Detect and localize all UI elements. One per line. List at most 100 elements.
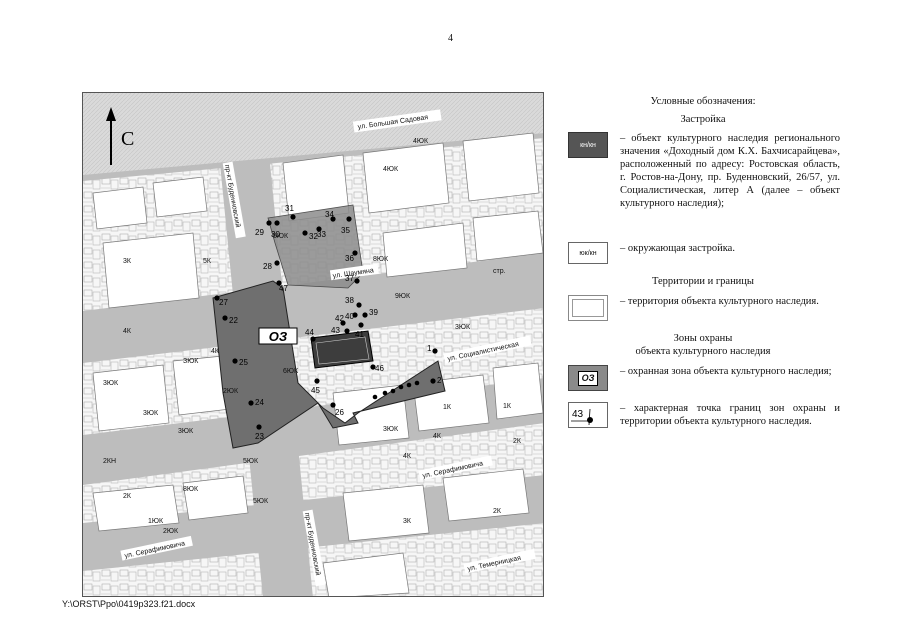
svg-text:5ЮК: 5ЮК [273,233,289,240]
surrounding-symbol: юк/кн [568,242,608,264]
protection-zone-symbol: ОЗ [568,365,608,391]
boundary-point: 42 [335,314,346,326]
surrounding-text: – окружающая застройка. [620,243,735,254]
svg-text:33: 33 [317,230,326,239]
boundary-point: 37 [345,274,360,284]
svg-text:5ЮК: 5ЮК [243,458,259,465]
building-outlines [92,132,543,596]
boundary-point: 2 [430,376,442,385]
boundary-point: 22 [222,315,238,325]
boundary-point: 43 [331,326,350,335]
svg-text:1: 1 [427,344,432,353]
svg-text:42: 42 [335,314,344,323]
boundary-point: 32 [302,230,318,241]
boundary-point: 31 [285,204,296,220]
svg-text:1К: 1К [443,404,452,411]
svg-text:4ЮК: 4ЮК [413,138,429,145]
svg-text:37: 37 [345,274,354,283]
protection-zone [212,280,446,449]
boundary-point: 1 [427,344,438,354]
boundary-point: 26 [330,402,344,417]
svg-text:41: 41 [355,330,364,339]
svg-text:1К: 1К [503,403,512,410]
boundary-point: 34 [325,210,336,222]
legend-section-zones-2: объекта культурного наследия [635,346,771,357]
svg-text:2ЮК: 2ЮК [163,528,179,535]
protection-zone-text: – охранная зона объекта культурного насл… [620,366,832,377]
svg-text:4К: 4К [211,348,220,355]
map-svg: ОЗ С ул. Большая Садовая пр-кт Буденновс… [83,93,543,596]
svg-text:29: 29 [255,228,264,237]
svg-text:3ЮК: 3ЮК [103,380,119,387]
boundary-point: 30 [271,220,280,239]
svg-text:30: 30 [271,230,280,239]
territory-symbol [568,295,608,321]
boundary-points: 29 30 31 32 33 34 35 36 37 38 39 40 41 4… [214,204,442,441]
boundary-point: 45 [311,378,320,395]
svg-text:2ЮК: 2ЮК [223,388,239,395]
svg-text:5ЮК: 5ЮК [253,498,269,505]
legend-title: Условные обозначения: [650,96,756,107]
svg-text:36: 36 [345,254,354,263]
svg-text:4К: 4К [403,453,412,460]
svg-text:43: 43 [331,326,340,335]
boundary-point-text: – характерная точка границ зон охраны и … [620,403,840,427]
boundary-point: 23 [255,424,264,441]
svg-text:4К: 4К [433,433,442,440]
svg-text:стр.: стр. [493,268,506,275]
svg-text:23: 23 [255,432,264,441]
heritage-text: – объект культурного наследия региональн… [620,133,840,209]
svg-text:35: 35 [341,226,350,235]
svg-text:2: 2 [437,376,442,385]
svg-text:3К: 3К [403,518,412,525]
legend-section-territory: Территории и границы [652,276,754,287]
territory-text: – территория объекта культурного наследи… [620,296,819,307]
boundary-point: 29 [255,220,272,237]
boundary-point: 33 [316,226,326,239]
boundary-point: 28 [263,260,280,271]
boundary-point: 40 [345,312,358,321]
svg-text:40: 40 [345,312,354,321]
boundary-point: 24 [248,398,264,407]
svg-text:5К: 5К [203,258,212,265]
svg-text:38: 38 [345,296,354,305]
boundary-point: 27 [214,295,228,307]
svg-text:3ЮК: 3ЮК [383,426,399,433]
map-area: ОЗ С ул. Большая Садовая пр-кт Буденновс… [82,92,544,597]
svg-text:24: 24 [255,398,264,407]
boundary-point: 47 [276,280,288,293]
boundary-point: 35 [341,216,352,235]
file-path: Y:\ORST\Ppo\0419p323.f21.docx [62,599,196,609]
svg-text:3ЮК: 3ЮК [455,324,471,331]
heritage-symbol: кн/кн [568,132,608,158]
svg-text:3К: 3К [123,258,132,265]
zone-label-text: ОЗ [269,329,288,344]
svg-text:28: 28 [263,262,272,271]
svg-text:1ЮК: 1ЮК [148,518,164,525]
north-arrow-icon: С [106,107,134,165]
boundary-point: 44 [305,328,316,342]
svg-text:47: 47 [279,284,288,293]
legend-section-zones-1: Зоны охраны [673,333,733,344]
legend-section-building: Застройка [680,114,726,125]
heritage-object [310,330,374,369]
building-labels: 4ЮК 5ЮК 3ЮК 4К 3К 5К 2К 1К 2КН ЗЮК 8ЮК 9… [103,138,522,535]
svg-text:27: 27 [219,298,228,307]
svg-text:4К: 4К [123,328,132,335]
svg-text:2К: 2К [493,508,502,515]
page-number: 4 [448,33,453,44]
svg-text:2К: 2К [123,493,132,500]
svg-text:ЗЮК: ЗЮК [183,358,199,365]
svg-text:3ЮК: 3ЮК [143,410,159,417]
svg-text:39: 39 [369,308,378,317]
svg-text:26: 26 [335,408,344,417]
svg-text:8ЮК: 8ЮК [373,256,389,263]
boundary-point: 25 [232,358,248,367]
svg-text:3ЮК: 3ЮК [178,428,194,435]
boundary-point: 38 [345,296,362,308]
zone-label: ОЗ [258,327,298,345]
boundary-point: 41 [355,322,364,339]
svg-text:34: 34 [325,210,334,219]
boundary-point: 36 [345,250,358,263]
svg-text:2КН: 2КН [103,458,116,465]
